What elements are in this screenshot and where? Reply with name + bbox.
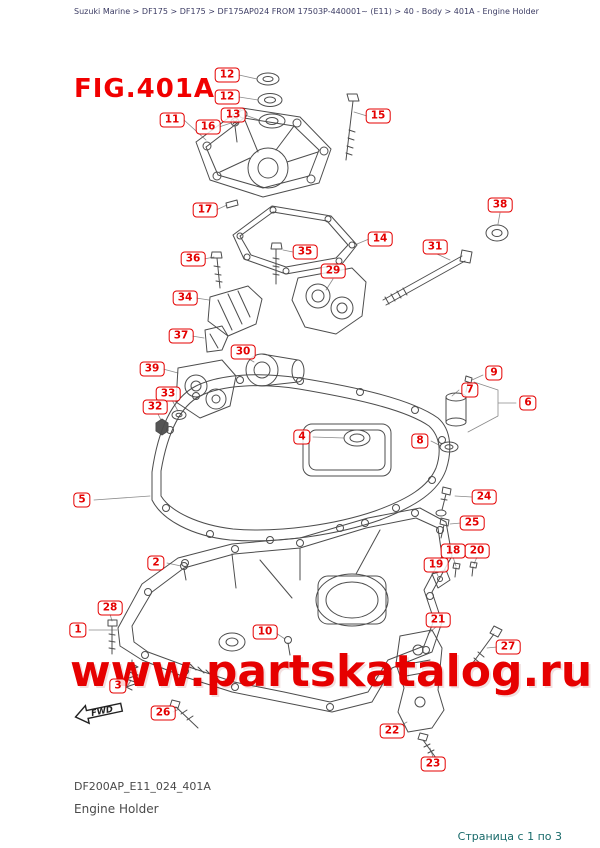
part-callout-3[interactable]: 3 — [109, 678, 127, 694]
part-callout-11[interactable]: 11 — [159, 112, 185, 128]
part-callout-33[interactable]: 33 — [155, 386, 181, 402]
part-callout-5[interactable]: 5 — [73, 492, 91, 508]
part-callout-32[interactable]: 32 — [142, 399, 168, 415]
part-callout-30[interactable]: 30 — [230, 344, 256, 360]
part-callout-15[interactable]: 15 — [365, 108, 391, 124]
page-info: Страница с 1 по 3 — [457, 830, 562, 843]
part-callout-18[interactable]: 18 — [440, 543, 466, 559]
part-callout-4[interactable]: 4 — [293, 429, 311, 445]
fwd-label: FWD — [90, 705, 114, 719]
figure-title: FIG.401A — [74, 74, 216, 104]
part-callout-12[interactable]: 12 — [214, 89, 240, 105]
part-callout-9[interactable]: 9 — [485, 365, 503, 381]
part-callout-13[interactable]: 13 — [220, 107, 246, 123]
part-callout-6[interactable]: 6 — [519, 395, 537, 411]
part-callout-23[interactable]: 23 — [420, 756, 446, 772]
mid-bolts-drawing — [210, 242, 283, 289]
breadcrumb[interactable]: Suzuki Marine > DF175 > DF175 > DF175AP0… — [74, 7, 539, 16]
part-callout-24[interactable]: 24 — [471, 489, 497, 505]
drawing-code: DF200AP_E11_024_401A — [74, 780, 211, 793]
part-callout-19[interactable]: 19 — [423, 557, 449, 573]
part-callout-10[interactable]: 10 — [252, 624, 278, 640]
pin-drawing — [225, 199, 239, 209]
part-callout-25[interactable]: 25 — [459, 515, 485, 531]
part-callout-39[interactable]: 39 — [139, 361, 165, 377]
figure-name: Engine Holder — [74, 802, 159, 816]
part-callout-34[interactable]: 34 — [172, 290, 198, 306]
part-callout-1[interactable]: 1 — [69, 622, 87, 638]
part-callout-20[interactable]: 20 — [464, 543, 490, 559]
part-callout-35[interactable]: 35 — [292, 244, 318, 260]
part-callout-37[interactable]: 37 — [168, 328, 194, 344]
seal-washers-drawing — [256, 72, 286, 129]
mount-right-drawing — [291, 267, 367, 335]
part-callout-14[interactable]: 14 — [367, 231, 393, 247]
side-bolts-drawing — [435, 486, 452, 539]
small-brackets-drawing — [431, 561, 478, 589]
cover-plate-drawing — [195, 107, 332, 198]
part-callout-2[interactable]: 2 — [147, 555, 165, 571]
part-callout-27[interactable]: 27 — [495, 639, 521, 655]
lower-bolts-drawing — [107, 562, 503, 729]
part-callout-8[interactable]: 8 — [411, 433, 429, 449]
fwd-direction-indicator: FWD — [74, 702, 124, 725]
part-callout-16[interactable]: 16 — [195, 119, 221, 135]
part-callout-36[interactable]: 36 — [180, 251, 206, 267]
part-callout-31[interactable]: 31 — [422, 239, 448, 255]
side-cover-drawing — [395, 629, 445, 759]
part-callout-26[interactable]: 26 — [150, 705, 176, 721]
part-callout-21[interactable]: 21 — [425, 612, 451, 628]
part-callout-12[interactable]: 12 — [214, 67, 240, 83]
fwd-arrow-icon — [74, 702, 124, 725]
part-callout-29[interactable]: 29 — [320, 263, 346, 279]
mount-left-drawing — [155, 359, 237, 436]
watermark-text: www.partskatalog.ru — [70, 646, 593, 697]
part-callout-7[interactable]: 7 — [461, 382, 479, 398]
rubber-bracket-drawing — [204, 285, 263, 353]
part-callout-38[interactable]: 38 — [487, 197, 513, 213]
damper-drawing — [245, 353, 305, 387]
long-bolt-drawing — [382, 224, 509, 306]
part-callout-22[interactable]: 22 — [379, 723, 405, 739]
part-callout-17[interactable]: 17 — [192, 202, 218, 218]
part-callout-28[interactable]: 28 — [97, 600, 123, 616]
